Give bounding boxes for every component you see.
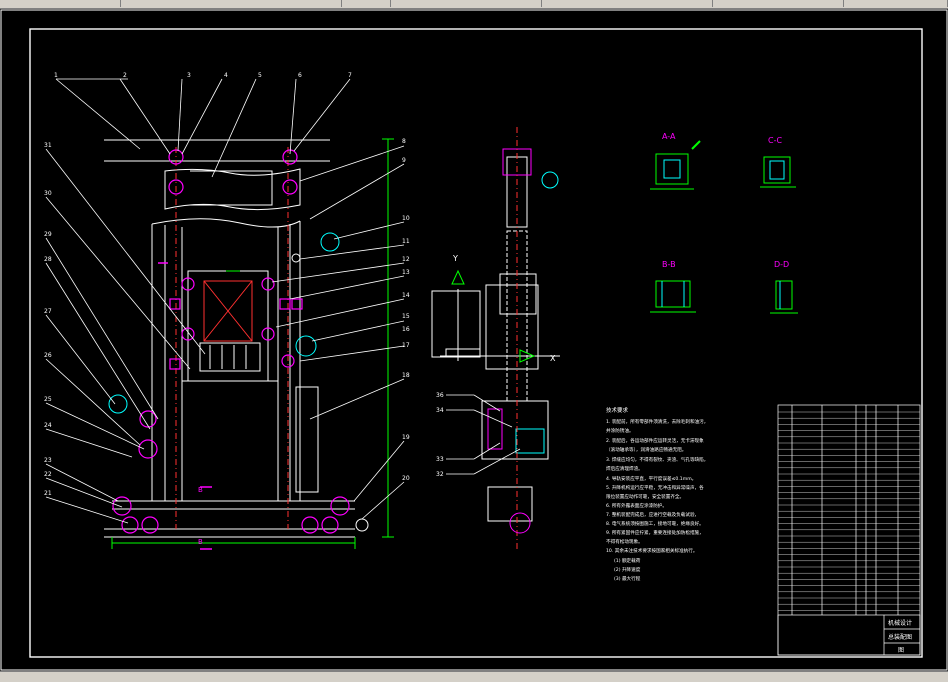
command-line-strip[interactable] <box>0 671 948 682</box>
technical-notes: 技术要求 1. 装配前，所有零部件须清洗，去除毛刺和油污， 并涂防锈油。 2. … <box>606 406 708 582</box>
note-line: 6. 所有外露表面应涂漆防护。 <box>606 502 667 509</box>
section-title-d-d: D-D <box>774 260 789 269</box>
section-title-a-a: A-A <box>662 132 676 141</box>
part-number-label: 8 <box>402 138 406 145</box>
part-number-label: 26 <box>44 352 52 359</box>
part-number-label: 24 <box>44 422 52 429</box>
part-number-label: 1 <box>54 72 58 79</box>
note-line: 限位装置应动作可靠，安全装置齐全。 <box>606 493 684 500</box>
main-front-view <box>104 138 394 550</box>
part-number-label: 30 <box>44 190 52 197</box>
part-number-label: 22 <box>44 471 52 478</box>
part-number-label: 28 <box>44 256 52 263</box>
part-number-label: 4 <box>224 72 228 79</box>
note-sub-item: (1) 额定载荷 <box>614 557 641 564</box>
note-line: 2. 装配后，各运动部件应运转灵活，无卡滞现象 <box>606 437 704 444</box>
toolbar-segment[interactable] <box>0 0 121 7</box>
title-block-text: 机械设计 总装配图 图 <box>888 619 912 654</box>
part-number-label: 27 <box>44 308 52 315</box>
part-number-label: 33 <box>436 456 444 463</box>
part-number-label: 6 <box>298 72 302 79</box>
part-number-label: 15 <box>402 313 410 320</box>
note-line: 不得有松动现象。 <box>606 538 643 545</box>
part-number-label: 12 <box>402 256 410 263</box>
note-line: 4. 导轨安装应平直，平行度误差≤0.1mm。 <box>606 475 696 482</box>
part-number-label: 11 <box>402 238 410 245</box>
side-view-leaders <box>446 394 521 475</box>
note-line: 焊后应清理焊渣。 <box>606 465 643 472</box>
note-line: （滚动轴承等），润滑油路应畅通无阻。 <box>606 446 686 453</box>
note-line: 5. 升降机构运行应平稳，无冲击和异常噪声，各 <box>606 484 704 491</box>
outer-sheet-border <box>0 9 948 671</box>
app-toolbar-strip <box>0 0 948 9</box>
part-number-label: 34 <box>436 407 444 414</box>
title-block-sheet: 图 <box>898 647 904 654</box>
side-view <box>431 127 560 549</box>
part-number-label: 5 <box>258 72 262 79</box>
note-sub-item: (2) 升降速度 <box>614 566 641 573</box>
part-number-label: 25 <box>44 396 52 403</box>
drawing-frame <box>29 28 923 658</box>
cad-drawing-canvas[interactable]: 1 2 3 4 5 6 7 8 9 10 11 12 13 14 15 16 1… <box>0 9 948 671</box>
part-number-label: 20 <box>402 475 410 482</box>
part-number-label: 3 <box>187 72 191 79</box>
axis-y-label: Y <box>452 254 458 263</box>
note-line: 并涂防锈油。 <box>606 427 634 434</box>
part-number-label: 18 <box>402 372 410 379</box>
note-line: 9. 所有紧固件应拧紧，重要连接处加防松措施， <box>606 529 704 536</box>
part-number-label: 16 <box>402 326 410 333</box>
title-block-company: 机械设计 <box>888 619 912 627</box>
section-title-b-b: B-B <box>662 260 676 269</box>
note-line: 1. 装配前，所有零部件须清洗，去除毛刺和油污， <box>606 418 708 425</box>
detail-callout-circles <box>108 232 369 532</box>
toolbar-segment[interactable] <box>121 0 342 7</box>
toolbar-segment[interactable] <box>844 0 948 7</box>
part-number-label: 9 <box>402 157 406 164</box>
axis-x-label: X <box>550 354 556 363</box>
part-number-label: 2 <box>123 72 127 79</box>
notes-heading: 技术要求 <box>606 406 629 414</box>
leader-lines <box>45 78 405 524</box>
part-number-label: 36 <box>436 392 444 399</box>
side-view-labels: Y X 36 34 33 32 <box>436 254 556 478</box>
part-number-label: 19 <box>402 434 410 441</box>
part-number-label: 13 <box>402 269 410 276</box>
part-number-label: 23 <box>44 457 52 464</box>
toolbar-segment[interactable] <box>391 0 542 7</box>
section-title-c-c: C-C <box>768 136 782 145</box>
part-number-label: 21 <box>44 490 52 497</box>
part-number-label: 17 <box>402 342 410 349</box>
part-number-label: 14 <box>402 292 410 299</box>
note-line: 7. 整机装配完成后，应进行空载及负载试验， <box>606 511 699 518</box>
note-line: 10. 其余未注技术要求按国家相关标准执行。 <box>606 547 697 554</box>
parts-list-rows <box>778 411 920 611</box>
title-block-title: 总装配图 <box>888 633 912 641</box>
note-sub-item: (3) 最大行程 <box>614 575 641 582</box>
main-view-components <box>112 149 350 534</box>
note-line: 3. 焊缝应均匀，不得有裂纹、夹渣、气孔等缺陷， <box>606 456 708 463</box>
section-titles: A-A B-B C-C D-D <box>662 132 789 269</box>
part-number-label: 31 <box>44 142 52 149</box>
part-number-label: 29 <box>44 231 52 238</box>
cad-drawing-svg[interactable]: 1 2 3 4 5 6 7 8 9 10 11 12 13 14 15 16 1… <box>0 9 948 671</box>
toolbar-segment[interactable] <box>342 0 391 7</box>
part-number-label: 7 <box>348 72 352 79</box>
part-number-label: 10 <box>402 215 410 222</box>
toolbar-segment[interactable] <box>713 0 844 7</box>
part-number-label: 32 <box>436 471 444 478</box>
section-mark-b: B <box>198 538 203 546</box>
section-mark-b: B <box>198 486 203 494</box>
part-number-labels: 1 2 3 4 5 6 7 8 9 10 11 12 13 14 15 16 1… <box>44 72 410 546</box>
section-views <box>650 140 798 314</box>
note-line: 8. 电气系统须按图施工，接地可靠，绝缘良好。 <box>606 520 704 527</box>
toolbar-segment[interactable] <box>542 0 713 7</box>
